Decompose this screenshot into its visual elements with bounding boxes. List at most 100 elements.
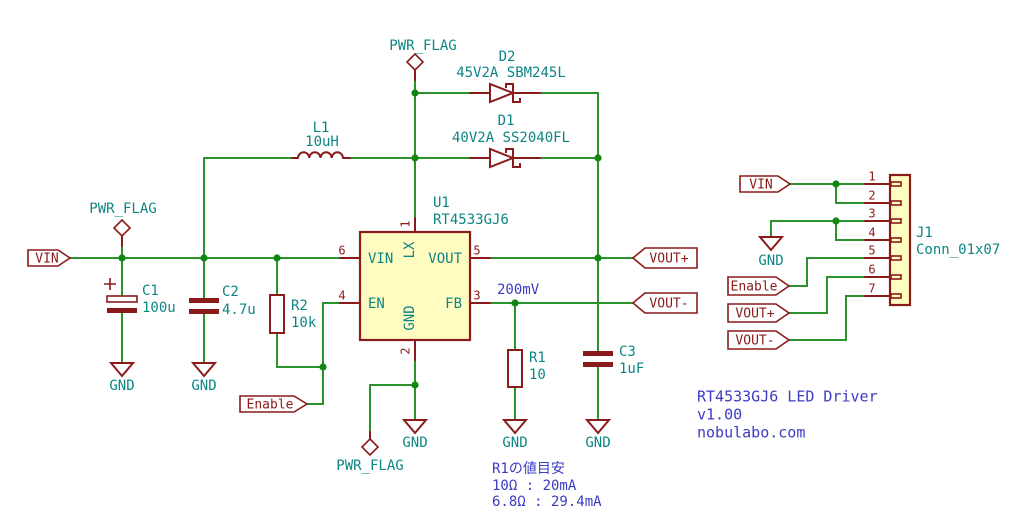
power-flag-label: PWR_FLAG — [389, 38, 456, 54]
r1-value: 10 — [529, 367, 546, 383]
gnd-label: GND — [502, 435, 527, 451]
power-flag-diamond — [405, 52, 425, 72]
l1-ref: L1 — [313, 120, 330, 136]
tag-vin-left[interactable]: VIN — [27, 249, 72, 267]
j1-pad — [890, 181, 902, 187]
d2-triangle — [489, 82, 516, 104]
junction — [411, 154, 419, 162]
pwr-flag-stubs — [121, 69, 416, 440]
tag-enable-right[interactable]: Enable — [727, 276, 791, 296]
u1-value: RT4533GJ6 — [433, 212, 509, 228]
junction — [319, 363, 327, 371]
junction — [411, 89, 419, 97]
plus-icon — [104, 278, 116, 290]
u1-pin-num-2: 2 — [399, 347, 413, 354]
c1-ref: C1 — [142, 283, 159, 299]
u1-pin-name-fb: FB — [445, 296, 462, 312]
gnd-u1[interactable]: GND — [401, 419, 429, 451]
gnd-label: GND — [402, 435, 427, 451]
j1-pin-num-6: 6 — [868, 263, 875, 277]
power-flag-label: PWR_FLAG — [89, 201, 156, 217]
u1-pin-stubs — [339, 217, 491, 361]
tag-vout-minus-left[interactable]: VOUT- — [631, 292, 698, 314]
tag-label: Enable — [731, 280, 778, 295]
gnd-c1[interactable]: GND — [108, 362, 136, 394]
l1-value: 10uH — [305, 134, 339, 150]
junction — [200, 254, 208, 262]
wire-r2 — [276, 257, 324, 368]
component-c1[interactable]: C1 100u — [104, 278, 176, 316]
c2-plate-top — [189, 298, 219, 303]
component-j1[interactable]: 1 2 3 4 5 6 7 J1 Conn_01x07 — [868, 170, 1000, 307]
tag-label: VOUT+ — [649, 252, 688, 267]
j1-pad — [890, 274, 902, 280]
c1-plate-top — [106, 295, 138, 303]
tag-label: VIN — [35, 252, 58, 267]
tag-vout-minus-right[interactable]: VOUT- — [727, 330, 791, 350]
power-flag-left[interactable]: PWR_FLAG — [89, 201, 157, 238]
gnd-j1[interactable]: GND — [757, 236, 785, 269]
j1-body — [888, 173, 912, 307]
junction — [118, 254, 126, 262]
component-c2[interactable]: C2 4.7u — [189, 284, 256, 318]
tag-label: VOUT+ — [735, 307, 774, 322]
tag-outline — [727, 330, 791, 350]
power-flag-bottom[interactable]: PWR_FLAG — [336, 437, 404, 474]
tag-vout-plus-left[interactable]: VOUT+ — [631, 247, 698, 269]
power-flag-top[interactable]: PWR_FLAG — [389, 38, 457, 72]
gnd-triangle-icon — [190, 362, 218, 378]
pin-stubs — [121, 69, 891, 440]
gnd-c2[interactable]: GND — [190, 362, 218, 394]
l1-coil — [297, 151, 344, 159]
junction — [273, 254, 281, 262]
tag-label: Enable — [247, 398, 294, 413]
gnd-c3[interactable]: GND — [584, 419, 612, 451]
u1-pin-num-1: 1 — [399, 220, 413, 227]
component-u1[interactable]: U1 RT4533GJ6 VIN EN VOUT FB LX GND 6 4 5… — [338, 195, 508, 355]
gnd-label: GND — [109, 378, 134, 394]
gnd-triangle-icon — [401, 419, 429, 435]
d1-value: 40V2A SS2040FL — [452, 130, 570, 146]
title-text: RT4533GJ6 LED Driver — [697, 388, 878, 406]
gnd-triangle-icon — [757, 236, 785, 252]
u1-ref: U1 — [433, 195, 450, 211]
fb-voltage-note: 200mV — [497, 282, 540, 298]
gnd-triangle-icon — [501, 419, 529, 435]
tag-label: VOUT- — [735, 334, 774, 349]
wire-enable — [306, 302, 341, 405]
component-d2[interactable]: D2 45V2A SBM245L — [456, 49, 566, 104]
component-d1[interactable]: D1 40V2A SS2040FL — [452, 113, 570, 169]
tag-vin-right[interactable]: VIN — [739, 175, 792, 193]
c3-value: 1uF — [619, 361, 644, 377]
j1-pin-num-2: 2 — [868, 189, 875, 203]
gnd-r1[interactable]: GND — [501, 419, 529, 451]
j1-pad — [890, 200, 902, 206]
j1-pin-num-7: 7 — [868, 282, 875, 296]
c1-value: 100u — [142, 300, 176, 316]
j1-ref: J1 — [916, 225, 933, 241]
j1-pad — [890, 293, 902, 299]
j1-value: Conn_01x07 — [916, 242, 1000, 258]
j1-pin-num-5: 5 — [868, 244, 875, 258]
u1-pin-name-vin: VIN — [368, 251, 393, 267]
u1-pin-name-vout: VOUT — [428, 251, 462, 267]
component-r1[interactable]: R1 10 — [507, 349, 546, 388]
d1-triangle — [489, 147, 516, 169]
u1-pin-name-gnd: GND — [402, 305, 418, 330]
d1-ref: D1 — [498, 113, 515, 129]
r2-ref: R2 — [291, 298, 308, 314]
component-c3[interactable]: C3 1uF — [583, 344, 644, 377]
gnd-label: GND — [585, 435, 610, 451]
d2-cathode — [505, 83, 521, 103]
component-l1[interactable]: L1 10uH — [291, 120, 351, 159]
version-text: v1.00 — [697, 406, 742, 424]
component-r2[interactable]: R2 10k — [269, 294, 317, 334]
c2-ref: C2 — [222, 284, 239, 300]
tag-outline — [739, 175, 792, 193]
j1-pad — [890, 255, 902, 261]
r1-body — [507, 349, 523, 388]
tag-vout-plus-right[interactable]: VOUT+ — [727, 303, 791, 323]
tag-enable-left[interactable]: Enable — [239, 395, 309, 413]
